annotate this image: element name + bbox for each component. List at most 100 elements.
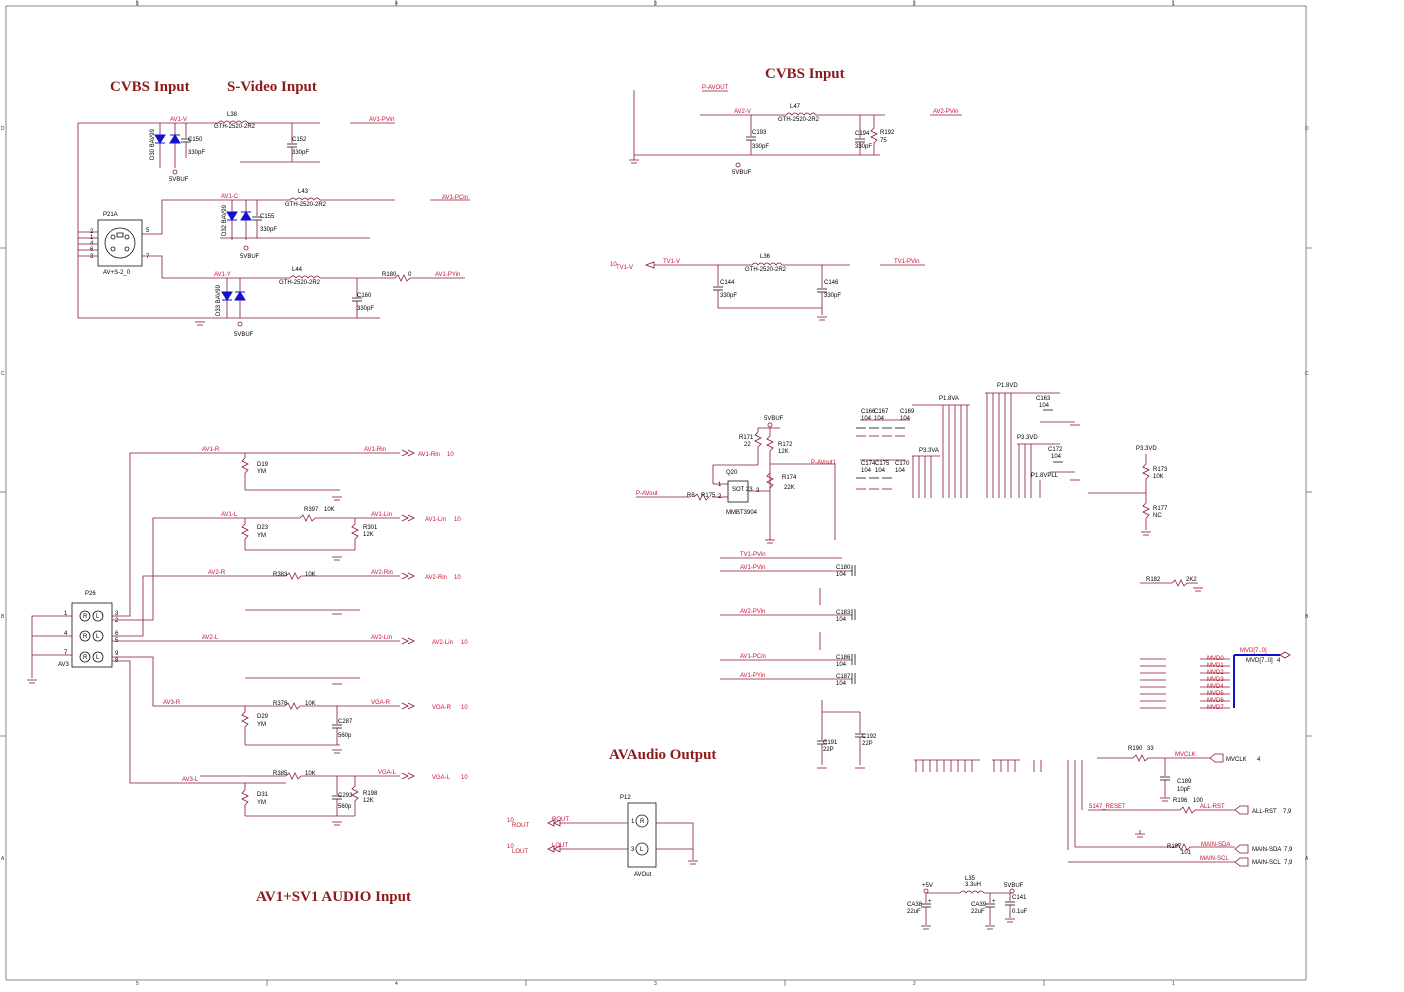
label-c174: C174 xyxy=(861,461,876,467)
net-vga-l: VGA-L xyxy=(378,770,397,776)
frame-col-5-bottom: 5 xyxy=(136,981,139,987)
offsheet-tv1-v-num: 10 xyxy=(610,262,617,268)
label-c193: C193 xyxy=(752,130,767,136)
net-p18va: P1.8VA xyxy=(939,396,959,402)
av-audio-output-block: P12 AVOut R L 1 3 10 ROUT ROUT 10 LOUT L… xyxy=(507,795,698,878)
value-c174: 104 xyxy=(861,468,872,474)
net-av1-pcin: AV1-PCin xyxy=(442,195,468,201)
value-p21a: AV+S-2_0 xyxy=(103,270,131,276)
value-l43: GTH-2520-2R2 xyxy=(285,202,327,208)
value-c160: 330pF xyxy=(357,306,374,312)
offsheet-rout: ROUT xyxy=(512,823,529,829)
value-r171: 22 xyxy=(744,442,751,448)
frame-row-b-right: B xyxy=(1305,614,1309,620)
label-c170: C170 xyxy=(895,461,910,467)
label-r177: R177 xyxy=(1153,506,1168,512)
value-c194: 330pF xyxy=(855,144,872,150)
label-p21a: P21A xyxy=(103,212,118,218)
value-r190: 33 xyxy=(1147,746,1154,752)
net-p33va: P3.3VA xyxy=(919,448,939,454)
label-d30: D30 BAV99 xyxy=(150,128,156,160)
net-tv1-pvin-2: TV1-PVin xyxy=(740,552,766,558)
pin-p26-4: 4 xyxy=(64,631,68,637)
net-av3-r: AV3-R xyxy=(163,700,181,706)
bus-mvd3: MVD3 xyxy=(1207,677,1224,683)
net-5vbuf-4: 5VBUF xyxy=(732,170,752,176)
value-q20: MMBT3904 xyxy=(726,510,758,516)
offsheet-av1-rin: AV1-Rin xyxy=(418,452,440,458)
value-c144: 330pF xyxy=(720,293,737,299)
value-c167: 104 xyxy=(874,416,885,422)
frame-col-4: 4 xyxy=(395,1,398,7)
heading-svideo-input: S-Video Input xyxy=(227,79,317,95)
offsheet-lout: LOUT xyxy=(512,849,528,855)
label-d23: D23 xyxy=(257,525,269,531)
label-l47: L47 xyxy=(790,104,801,110)
net-av1-pyin-2: AV1-PYin xyxy=(740,673,765,679)
heading-av1-sv1-audio-input: AV1+SV1 AUDIO Input xyxy=(256,889,411,905)
net-av1-pvin-2: AV1-PVin xyxy=(740,565,765,571)
value-c163: 104 xyxy=(1039,403,1050,409)
frame-col-3: 3 xyxy=(654,1,657,7)
net-av3-l: AV3-L xyxy=(182,777,199,783)
value-c191: 22P xyxy=(823,747,834,753)
label-c169: C169 xyxy=(900,409,915,415)
jack-out-r: R xyxy=(640,819,645,825)
label-r175: R175 xyxy=(701,493,716,499)
frame-row-a-right: A xyxy=(1305,856,1309,862)
frame-col-3-bottom: 3 xyxy=(654,981,657,987)
label-c192: C192 xyxy=(862,734,877,740)
bus-mvd5: MVD5 xyxy=(1207,691,1224,697)
net-5147-reset: 5147_RESET xyxy=(1089,804,1126,810)
label-c191: C191 xyxy=(823,740,838,746)
net-av1-lin: AV1-Lin xyxy=(371,512,392,518)
bus-mvd2: MVD2 xyxy=(1207,670,1224,676)
offsheet-vga-r-num: 10 xyxy=(461,705,468,711)
power-decoupling-block: P1.8VA P1.8VD P3.3VA P3.3VD P1.8VPLL C16… xyxy=(856,383,1203,592)
pol-ca38: + xyxy=(928,899,932,905)
label-c163: C163 xyxy=(1036,396,1051,402)
value-r173: 10K xyxy=(1153,474,1164,480)
pin-p12-1: 1 xyxy=(631,819,635,825)
label-p12: P12 xyxy=(620,795,631,801)
label-r180: R180 xyxy=(382,272,397,278)
label-d19: D19 xyxy=(257,462,269,468)
value-r385: 10K xyxy=(305,771,316,777)
value-c141: 0.1uF xyxy=(1012,909,1028,915)
label-d33: D33 BAV99 xyxy=(216,284,222,316)
label-ca39: CA39 xyxy=(971,902,987,908)
offsheet-mvd: MVD[7..0] xyxy=(1246,658,1273,664)
net-p-avout: P-AVOUT xyxy=(702,85,729,91)
net-av2-pvin: AV2-PVin xyxy=(933,109,958,115)
frame-col-2: 2 xyxy=(913,1,916,7)
value-l44: GTH-2520-2R2 xyxy=(279,280,321,286)
value-r197: 101 xyxy=(1181,850,1192,856)
net-vga-r: VGA-R xyxy=(371,700,391,706)
value-r397: 10K xyxy=(324,507,335,513)
pin-p26-1: 1 xyxy=(64,611,68,617)
value-c193: 330pF xyxy=(752,144,769,150)
label-c187: C187 xyxy=(836,674,851,680)
net-p18vd: P1.8VD xyxy=(997,383,1018,389)
label-c166: C166 xyxy=(861,409,876,415)
net-p33vd-r: P3.3VD xyxy=(1136,446,1157,452)
bus-mvd0: MVD0 xyxy=(1207,656,1224,662)
label-c180: C180 xyxy=(836,565,851,571)
label-c183: C183 xyxy=(836,610,851,616)
heading-avaudio-output: AVAudio Output xyxy=(609,747,716,763)
value-c152: 330pF xyxy=(292,150,309,156)
net-av1-r: AV1-R xyxy=(202,447,220,453)
net-tv1-pvin: TV1-PVin xyxy=(894,259,920,265)
offsheet-mvd-num: 4 xyxy=(1277,658,1281,664)
value-l35: 3.3uH xyxy=(965,882,981,888)
offsheet-all-rst: ALL-RST xyxy=(1252,809,1277,815)
value-l36: GTH-2520-2R2 xyxy=(745,267,787,273)
net-plus5v: +5V xyxy=(922,883,933,889)
frame-row-b: B xyxy=(1,614,5,620)
value-r180: 0 xyxy=(408,272,412,278)
net-p-avout1: P-AVout1 xyxy=(811,460,837,466)
label-d32: D32 BAV99 xyxy=(222,204,228,236)
jack-r-2: R xyxy=(83,634,88,640)
label-d29: D29 xyxy=(257,714,269,720)
label-r198: R198 xyxy=(363,791,378,797)
